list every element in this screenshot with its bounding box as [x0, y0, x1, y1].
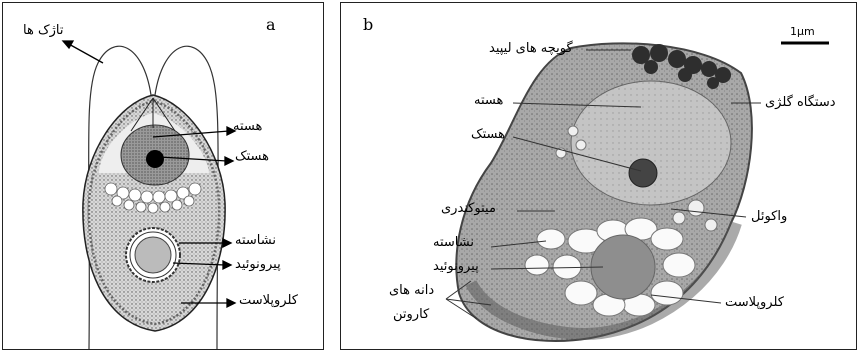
label-carotene-line2: کاروتن: [393, 307, 429, 322]
panel-a: a تاژک ها هسته هستک نشاسته پیرونوئید کلر…: [2, 2, 324, 350]
label-vacuole: واکوئل: [751, 209, 787, 224]
panel-b: b 1μm گویچه های لیپید هسته هستک دستگاه گ…: [340, 2, 857, 350]
label-chloroplast: کلروپلاست: [239, 293, 298, 308]
label-mitochondria: میتوکندری: [441, 201, 496, 216]
label-starch: نشاسته: [433, 235, 474, 250]
label-lipid-droplets: گویچه های لیپید: [489, 41, 573, 56]
label-pyrenoid: پیرونوئید: [433, 259, 479, 274]
label-carotene-line1: دانه های: [389, 283, 434, 298]
nucleolus-region: [629, 159, 657, 187]
nucleolus: [146, 150, 164, 168]
label-nucleolus: هستک: [235, 149, 269, 164]
label-starch: نشاسته: [235, 233, 276, 248]
nucleus-region: [571, 81, 731, 205]
panel-letter-b: b: [363, 15, 373, 34]
label-chloroplast: کلروپلاست: [725, 295, 784, 310]
scale-bar-label: 1μm: [790, 25, 815, 38]
label-flagella: تاژک ها: [23, 23, 63, 38]
pyrenoid: [135, 237, 171, 273]
label-nucleus: هسته: [474, 93, 503, 108]
label-golgi: دستگاه گلژی: [765, 95, 836, 110]
panel-letter-a: a: [266, 15, 276, 34]
label-pyrenoid: پیرونوئید: [235, 257, 281, 272]
label-nucleolus: هستک: [471, 127, 505, 142]
label-nucleus: هسته: [233, 119, 262, 134]
